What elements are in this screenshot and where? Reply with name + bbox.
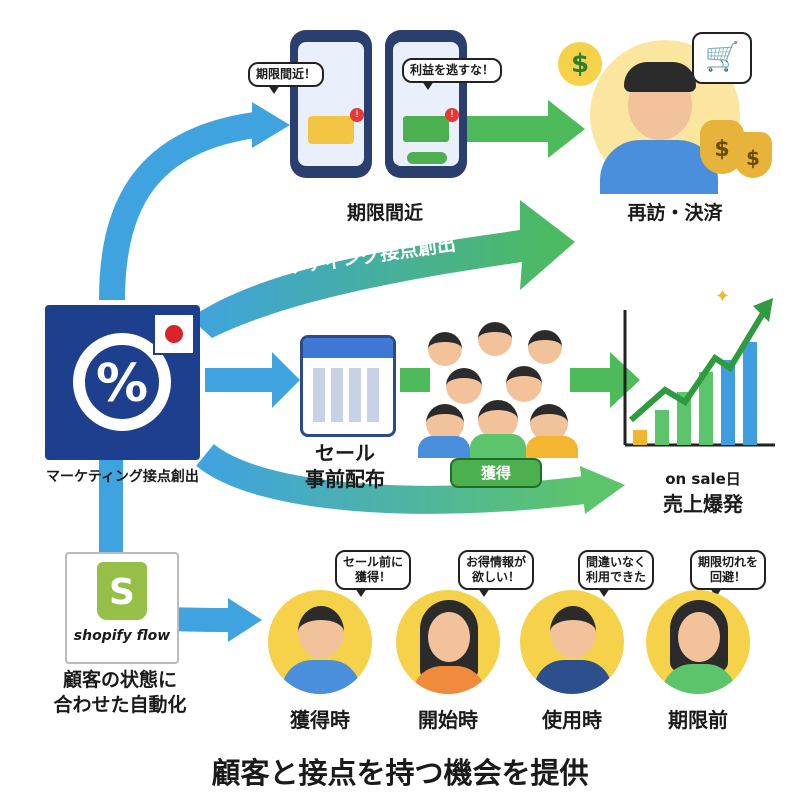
- alert-icon: !: [445, 108, 459, 122]
- shopify-caption-line-1: 顧客の状態に: [62, 669, 177, 691]
- crowd-illustration: [418, 318, 578, 458]
- calendar-label-line-1: セール: [315, 441, 375, 465]
- customer-label: 獲得時: [290, 708, 350, 732]
- customer-bubble-line-1: お得情報が: [466, 555, 527, 569]
- shirt: [600, 140, 718, 194]
- shopify-flow-icon[interactable]: S shopify flow: [65, 552, 179, 664]
- customer-bubble-line-2: 欲しい！: [472, 570, 521, 584]
- phones-label: 期限間近: [346, 202, 423, 224]
- result-label: 再訪・決済: [627, 202, 723, 224]
- customer-bubble-line-1: 間違いなく: [586, 555, 647, 569]
- svg-text:✦: ✦: [715, 286, 730, 307]
- calendar-icon: [300, 335, 396, 437]
- customer-avatar: [396, 590, 500, 694]
- shopify-caption-line-2: 合わせた自動化: [53, 694, 187, 716]
- customer-bubble: 間違いなく 利用できた: [578, 550, 655, 597]
- customer-avatar: [520, 590, 624, 694]
- percent-icon: %: [95, 354, 149, 414]
- calendar-label: セール 事前配布: [290, 440, 400, 492]
- app-icon[interactable]: %: [45, 305, 200, 460]
- growth-chart-icon: ✦: [623, 286, 775, 447]
- footer-title: 顧客と接点を持つ機会を提供: [211, 756, 589, 790]
- bubble-deadline: 期限間近！: [248, 62, 325, 94]
- arrow-to-phones: [99, 112, 257, 301]
- japan-flag-icon: [153, 313, 195, 355]
- money-bag-icon: $: [734, 132, 772, 178]
- arrow-to-chart: [570, 368, 615, 392]
- bubble-profit: 利益を逃すな！: [402, 58, 503, 90]
- customer-bubble-line-2: 利用できた: [586, 570, 647, 584]
- acquired-badge: 獲得: [450, 458, 542, 488]
- shopify-flow-label: shopify flow: [73, 628, 171, 644]
- customer-bubble-line-2: 獲得！: [355, 570, 392, 584]
- customer-avatar: [646, 590, 750, 694]
- button-icon: [407, 152, 447, 164]
- app-icon-label: マーケティング接点創出: [46, 469, 199, 485]
- credit-card-icon: [308, 116, 354, 144]
- hair: [624, 62, 696, 92]
- customer-bubble: お得情報が 欲しい！: [458, 550, 535, 597]
- customer-bubble-line-2: 回避！: [710, 570, 747, 584]
- chart-label-sales: 売上爆発: [663, 492, 743, 516]
- sales-arrow: [196, 443, 587, 514]
- customer-bubble-line-1: セール前に: [343, 555, 404, 569]
- phone-left: !: [290, 30, 372, 178]
- chart-label-date: on sale日: [665, 470, 741, 488]
- calendar-label-line-2: 事前配布: [305, 467, 385, 491]
- customer-label: 開始時: [418, 708, 478, 732]
- alert-icon: !: [350, 108, 364, 122]
- shopify-bag-icon: S: [97, 562, 147, 620]
- customer-bubble: 期限切れを 回避！: [690, 550, 767, 597]
- phone-right: !: [385, 30, 467, 178]
- banner-arrow: [190, 200, 575, 338]
- shopify-caption: 顧客の状態に 合わせた自動化: [20, 668, 220, 718]
- customer-bubble-line-1: 期限切れを: [698, 555, 759, 569]
- customer-avatar: [268, 590, 372, 694]
- dollar-coin-icon: $: [558, 42, 602, 86]
- customer-bubble: セール前に 獲得！: [335, 550, 412, 597]
- cart-icon: 🛒: [692, 32, 752, 84]
- cash-icon: [403, 116, 449, 142]
- customer-label: 使用時: [542, 708, 602, 732]
- arrow-to-calendar: [205, 368, 275, 392]
- customer-label: 期限前: [668, 708, 728, 732]
